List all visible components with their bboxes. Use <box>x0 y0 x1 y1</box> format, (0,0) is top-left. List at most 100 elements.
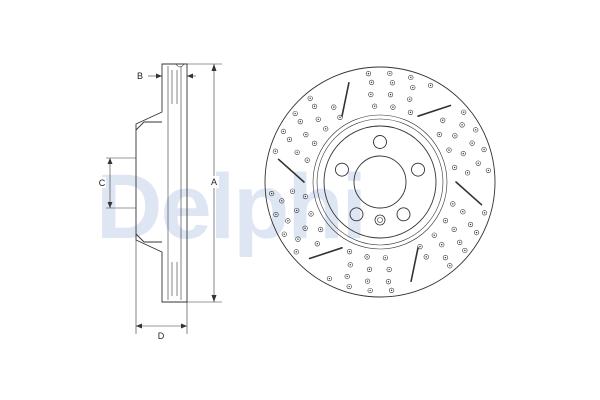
drill-hole-centre <box>349 264 351 266</box>
drill-hole <box>452 133 458 139</box>
dimension-c-label: C <box>99 178 106 188</box>
drill-hole <box>294 149 300 155</box>
drill-hole-centre <box>288 138 291 141</box>
drill-hole <box>459 122 465 128</box>
bolt-hole <box>373 135 387 149</box>
drill-hole-centre <box>412 86 414 89</box>
drill-hole <box>431 232 437 238</box>
drill-hole <box>286 136 293 143</box>
dimension-b: B <box>137 71 196 81</box>
drill-hole <box>364 254 370 260</box>
drill-hole-centre <box>283 233 285 235</box>
drill-hole-centre <box>299 120 301 123</box>
drill-hole <box>473 229 480 236</box>
drill-hole <box>318 226 324 233</box>
dimension-d-label: D <box>158 331 165 341</box>
drill-hole <box>368 91 374 98</box>
drill-hole <box>442 218 449 224</box>
hub-outer-edge <box>323 125 437 239</box>
cooling-slots <box>277 81 483 283</box>
drill-hole-centre <box>462 211 464 213</box>
drill-hole-centre <box>483 212 486 214</box>
drill-hole <box>440 117 446 123</box>
drill-hole <box>460 150 466 157</box>
drill-hole-centre <box>387 280 390 283</box>
drill-hole <box>439 242 445 248</box>
drill-hole <box>347 262 353 268</box>
drill-hole-centre <box>409 111 412 114</box>
drill-hole-centre <box>339 116 341 119</box>
drill-hole-centre <box>410 76 412 79</box>
dimension-a: A <box>187 63 222 303</box>
drill-hole-centre <box>295 251 298 253</box>
drill-hole-centre <box>282 130 285 133</box>
drill-hole <box>272 148 279 154</box>
drill-hole-centre <box>469 223 472 226</box>
drill-hole-centre <box>348 250 351 253</box>
drill-hole <box>364 278 371 284</box>
drill-hole-centre <box>449 264 451 267</box>
drill-hole <box>294 207 300 214</box>
drill-hole-centre <box>297 238 299 240</box>
drill-hole-centre <box>388 268 390 271</box>
drill-hole-centre <box>461 124 463 126</box>
cooling-slot <box>277 158 305 183</box>
drill-hole-centre <box>270 192 273 195</box>
drill-hole <box>457 239 463 245</box>
drill-hole <box>442 255 449 261</box>
drill-hole <box>462 247 468 254</box>
bolt-hole <box>411 162 425 177</box>
drill-hole <box>281 231 287 237</box>
drill-hole <box>461 109 467 115</box>
drill-hole-centre <box>313 105 316 108</box>
drill-hole-centre <box>466 172 469 174</box>
drill-hole-centre <box>328 277 331 280</box>
drill-hole <box>473 127 479 133</box>
drill-hole <box>280 128 287 135</box>
drill-hole-centre <box>389 93 392 96</box>
drill-hole-centre <box>453 228 455 231</box>
drill-hole <box>485 167 491 174</box>
drill-hole <box>436 131 442 138</box>
drill-hole-centre <box>310 213 312 215</box>
drill-hole-centre <box>333 106 335 108</box>
bolt-hole <box>335 162 349 177</box>
drill-hole-centre <box>366 256 368 258</box>
drill-hole <box>450 201 456 207</box>
drill-hole-centre <box>309 97 311 100</box>
cooling-slot <box>308 247 343 260</box>
drill-hole-centre <box>392 106 394 108</box>
drill-hole-centre <box>313 142 316 145</box>
drill-hole <box>446 147 452 153</box>
dimension-a-label: A <box>211 177 217 187</box>
cooling-slot <box>417 104 452 117</box>
drill-hole <box>464 170 471 176</box>
drill-hole <box>387 70 393 77</box>
drill-hole-centre <box>296 151 298 153</box>
drill-hole <box>451 226 457 232</box>
drill-hole <box>326 275 333 282</box>
drill-hole-centre <box>487 169 490 172</box>
drill-hole <box>417 244 423 250</box>
drill-hole-centre <box>369 289 371 292</box>
drill-hole-centre <box>425 256 427 258</box>
drill-hole <box>368 79 375 85</box>
drill-hole-centre <box>306 159 308 161</box>
drill-hole <box>302 225 308 231</box>
drill-hole-centre <box>305 133 307 136</box>
drill-hole <box>304 157 310 163</box>
drill-hole <box>273 211 279 218</box>
locating-hole-inner <box>377 217 383 223</box>
drill-hole <box>388 287 395 293</box>
drill-hole-centre <box>287 220 289 222</box>
drill-hole-centre <box>409 98 411 100</box>
drill-hole <box>365 71 372 77</box>
drill-hole <box>344 273 350 280</box>
drill-hole-centre <box>442 119 444 121</box>
drill-hole-centre <box>419 245 421 248</box>
drill-hole <box>467 221 474 228</box>
drill-hole <box>346 249 353 255</box>
drill-hole <box>314 241 320 247</box>
drill-hole-centre <box>477 162 479 164</box>
drill-hole <box>423 254 429 260</box>
